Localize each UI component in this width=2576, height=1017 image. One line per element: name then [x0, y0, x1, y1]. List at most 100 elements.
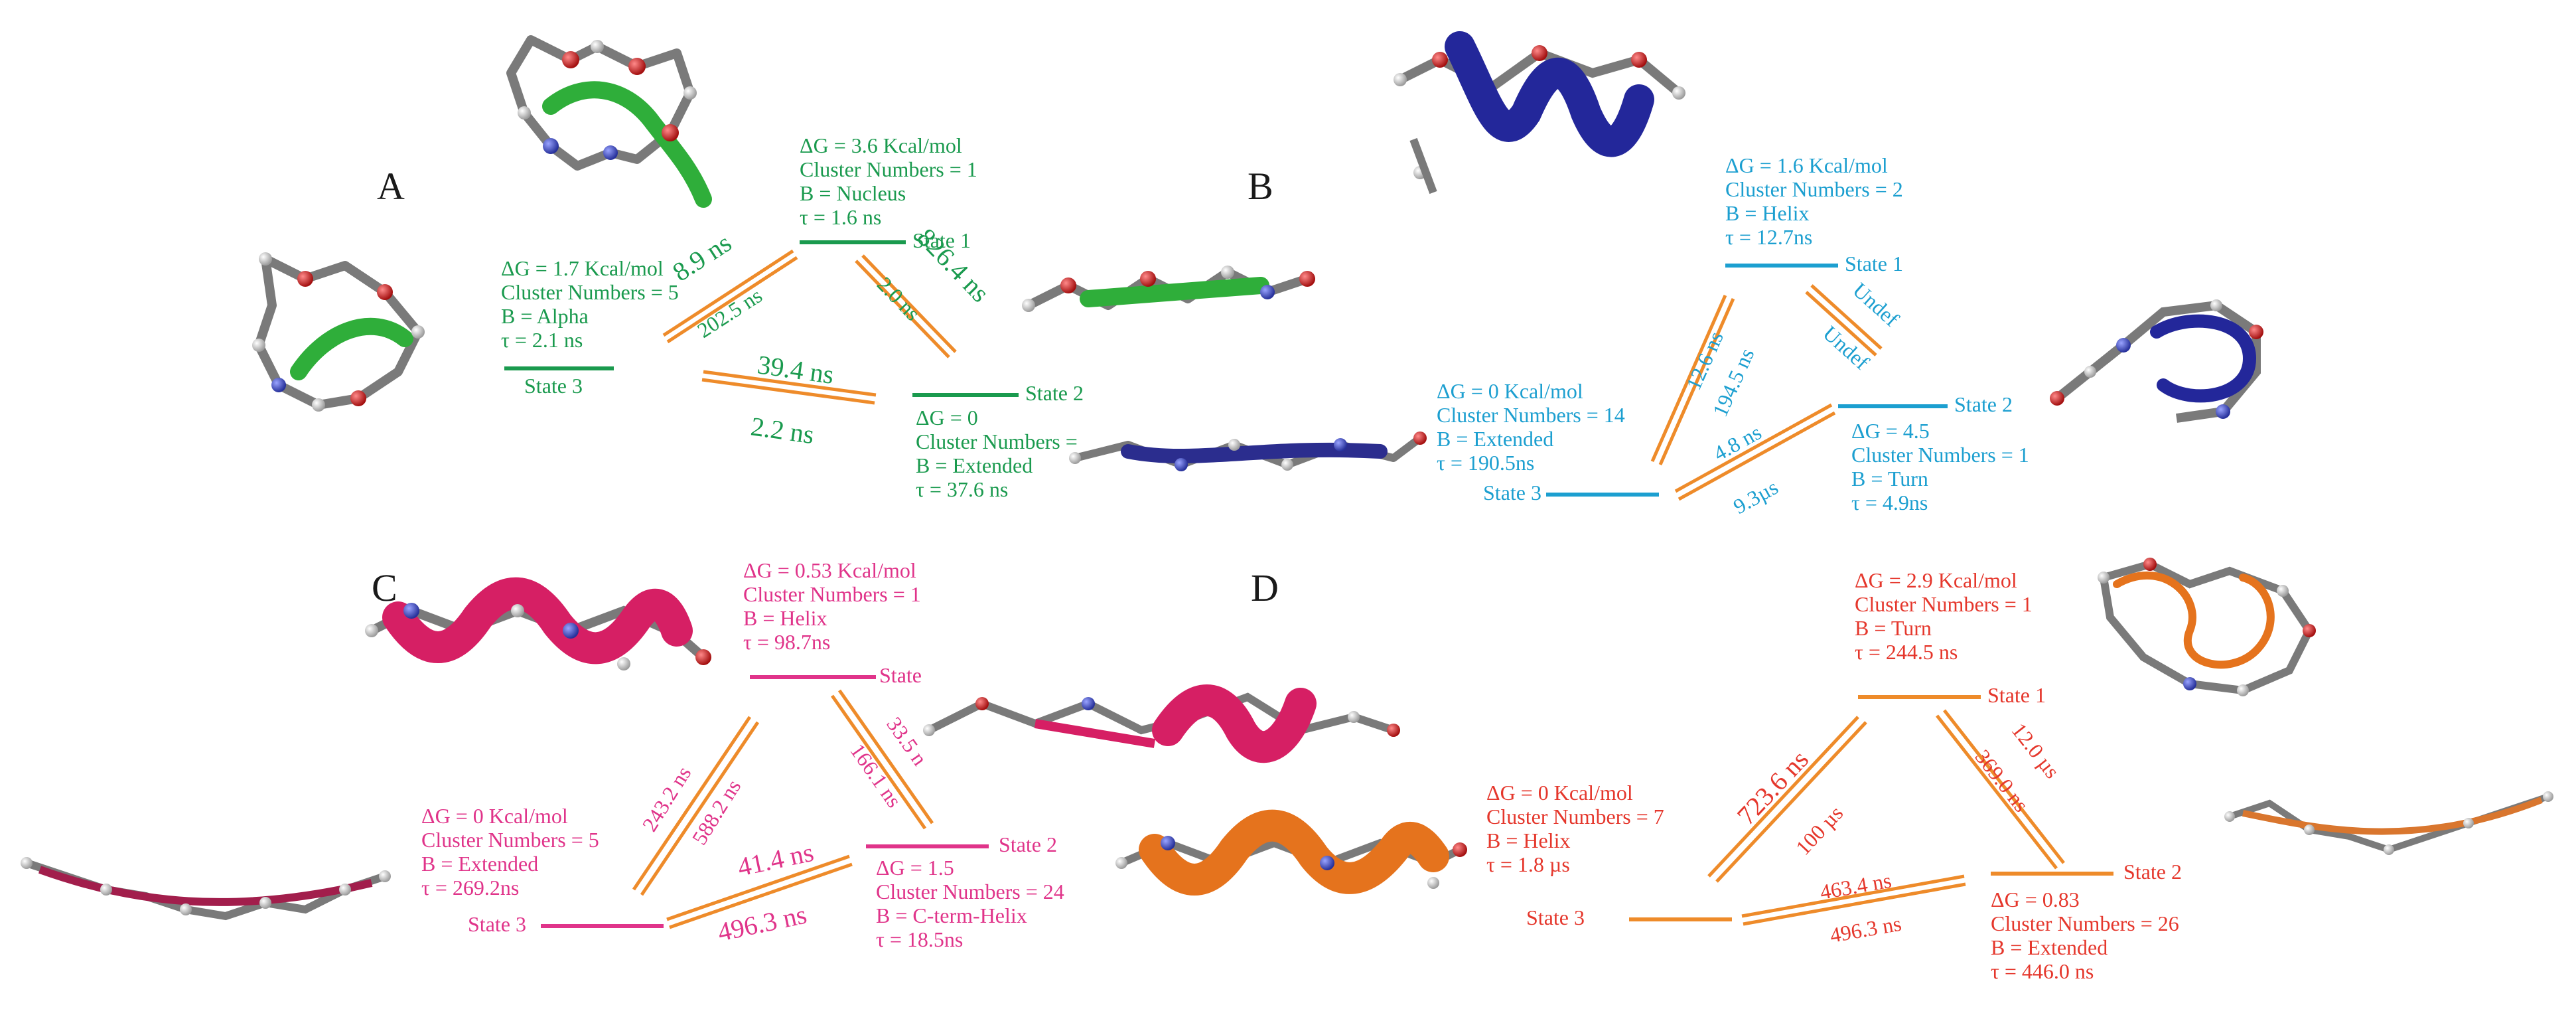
state-1-info: ΔG = 3.6 Kcal/mol Cluster Numbers = 1 B … — [800, 133, 977, 229]
transition-arrows — [1650, 284, 1883, 501]
state-3-delta-g: ΔG = 0 Kcal/mol — [1437, 379, 1583, 403]
rate-s3-s1-forward: 723.6 ns — [1731, 744, 1814, 830]
state-3-cluster-numbers: Cluster Numbers = 5 — [421, 828, 599, 852]
state-2-cluster-numbers: Cluster Numbers = — [916, 430, 1078, 453]
state-2-tau: τ = 37.6 ns — [916, 477, 1008, 501]
state-1-info: ΔG = 2.9 Kcal/mol Cluster Numbers = 1 B … — [1855, 568, 2033, 664]
state-1-basin: B = Helix — [1725, 201, 1809, 225]
panel-letter-a: A — [377, 165, 405, 208]
state-1-tau: τ = 12.7ns — [1725, 225, 1812, 249]
state-2-label: State 2 — [999, 832, 1057, 856]
c-term-helix-structure-icon — [923, 684, 1400, 763]
state-2-basin: B = Turn — [1851, 467, 1928, 491]
turn-structure-icon — [2050, 299, 2263, 423]
state-2-info: ΔG = 0.83 Cluster Numbers = 26 B = Exten… — [1991, 888, 2179, 983]
state-2-tau: τ = 446.0 ns — [1991, 959, 2094, 983]
helix-structure-icon — [1394, 31, 1685, 195]
panel-letter-d: D — [1251, 566, 1279, 609]
state-2-basin: B = C-term-Helix — [876, 903, 1027, 927]
state-3-basin: B = Alpha — [501, 304, 589, 328]
state-2-label: State 2 — [2123, 860, 2182, 884]
state-3-cluster-numbers: Cluster Numbers = 5 — [501, 280, 679, 304]
state-1-cluster-numbers: Cluster Numbers = 1 — [800, 157, 977, 181]
state-2-label: State 2 — [1954, 392, 2013, 416]
state-1-label: State — [879, 663, 922, 687]
state-3-cluster-numbers: Cluster Numbers = 7 — [1486, 805, 1664, 828]
alpha-structure-icon — [252, 252, 425, 412]
state-1-info: ΔG = 0.53 Kcal/mol Cluster Numbers = 1 B… — [743, 558, 921, 654]
state-2-cluster-numbers: Cluster Numbers = 1 — [1851, 443, 2029, 467]
state-3-tau: τ = 190.5ns — [1437, 451, 1534, 475]
c-helix-structure-icon — [365, 577, 711, 670]
state-1-info: ΔG = 1.6 Kcal/mol Cluster Numbers = 2 B … — [1725, 153, 1903, 249]
state-1-delta-g: ΔG = 1.6 Kcal/mol — [1725, 153, 1888, 177]
extended-structure-icon — [1022, 266, 1315, 312]
rate-s3-s2-backward: 2.2 ns — [749, 411, 816, 449]
rate-s1-s2-forward: Undef — [1848, 277, 1904, 331]
state-3-tau: τ = 269.2ns — [421, 876, 519, 900]
state-1-label: State 1 — [1845, 252, 1903, 275]
rate-s3-s1-backward: 100 µs — [1791, 801, 1848, 860]
rate-s1-s2-backward: 2.0 ns — [873, 272, 925, 325]
rate-s1-s2-forward: 12.0 µs — [2007, 718, 2064, 783]
nucleus-structure-icon — [506, 35, 712, 208]
state-3-delta-g: ΔG = 1.7 Kcal/mol — [501, 256, 664, 280]
state-2-cluster-numbers: Cluster Numbers = 24 — [876, 880, 1064, 903]
rate-s3-s1-forward: 8.9 ns — [667, 228, 737, 287]
state-3-info: ΔG = 0 Kcal/mol Cluster Numbers = 7 B = … — [1486, 781, 1664, 876]
state-3-basin: B = Extended — [1437, 427, 1553, 451]
state-2-label: State 2 — [1025, 381, 1084, 405]
state-3-basin: B = Extended — [421, 852, 538, 876]
state-2-delta-g: ΔG = 0.83 — [1991, 888, 2080, 911]
d-helix-structure-icon — [1115, 809, 1467, 896]
state-2-tau: τ = 18.5ns — [876, 927, 963, 951]
state-1-tau: τ = 1.6 ns — [800, 205, 881, 229]
panel-b: B State 1 State 2 State 3 ΔG = 1.6 Kcal/… — [1248, 31, 2263, 518]
rate-s3-s2-backward: 9.3µs — [1729, 475, 1782, 518]
state-3-cluster-numbers: Cluster Numbers = 14 — [1437, 403, 1625, 427]
state-1-delta-g: ΔG = 2.9 Kcal/mol — [1855, 568, 2017, 592]
state-3-delta-g: ΔG = 0 Kcal/mol — [1486, 781, 1633, 805]
state-1-delta-g: ΔG = 3.6 Kcal/mol — [800, 133, 962, 157]
rate-s3-s2-forward: 41.4 ns — [735, 837, 816, 882]
state-2-basin: B = Extended — [1991, 935, 2108, 959]
panel-letter-b: B — [1248, 165, 1273, 208]
transition-arrows — [662, 249, 957, 405]
panel-a: A — [252, 35, 1427, 501]
rate-s3-s2-forward: 39.4 ns — [756, 349, 836, 390]
panel-d: D State 1 State 2 State 3 — [1115, 558, 2553, 983]
state-1-label: State 1 — [912, 228, 971, 252]
rate-s3-s2-backward: 496.3 ns — [1828, 911, 1903, 947]
state-1-basin: B = Turn — [1855, 616, 1932, 640]
state-2-tau: τ = 4.9ns — [1851, 491, 1928, 514]
state-2-info: ΔG = 4.5 Cluster Numbers = 1 B = Turn τ … — [1851, 419, 2029, 514]
state-1-delta-g: ΔG = 0.53 Kcal/mol — [743, 558, 916, 582]
state-3-info: ΔG = 0 Kcal/mol Cluster Numbers = 14 B =… — [1437, 379, 1625, 475]
state-2-delta-g: ΔG = 0 — [916, 406, 978, 430]
state-2-info: ΔG = 0 Cluster Numbers = B = Extended τ … — [916, 406, 1078, 501]
state-1-cluster-numbers: Cluster Numbers = 1 — [743, 582, 921, 606]
state-2-info: ΔG = 1.5 Cluster Numbers = 24 B = C-term… — [876, 856, 1064, 951]
state-3-basin: B = Helix — [1486, 828, 1570, 852]
rate-s1-s2-backward: 369.0 ns — [1970, 745, 2033, 817]
state-1-cluster-numbers: Cluster Numbers = 2 — [1725, 177, 1903, 201]
state-1-label: State 1 — [1987, 683, 2046, 707]
state-1-tau: τ = 98.7ns — [743, 630, 830, 654]
extended-ribbon-icon — [1069, 431, 1427, 471]
state-3-delta-g: ΔG = 0 Kcal/mol — [421, 804, 568, 828]
state-1-tau: τ = 244.5 ns — [1855, 640, 1958, 664]
state-3-label: State 3 — [468, 912, 526, 936]
state-2-basin: B = Extended — [916, 453, 1033, 477]
transition-arrows — [632, 689, 934, 929]
state-1-cluster-numbers: Cluster Numbers = 1 — [1855, 592, 2033, 616]
state-2-delta-g: ΔG = 1.5 — [876, 856, 954, 880]
state-3-tau: τ = 1.8 µs — [1486, 852, 1570, 876]
state-1-basin: B = Helix — [743, 606, 827, 630]
d-extended-structure-icon — [2224, 791, 2553, 855]
state-3-info: ΔG = 0 Kcal/mol Cluster Numbers = 5 B = … — [421, 804, 599, 900]
c-extended-structure-icon — [21, 857, 391, 921]
d-turn-structure-icon — [2098, 558, 2316, 696]
state-2-delta-g: ΔG = 4.5 — [1851, 419, 1930, 443]
rate-s3-s1-forward: 243.2 ns — [637, 762, 695, 836]
